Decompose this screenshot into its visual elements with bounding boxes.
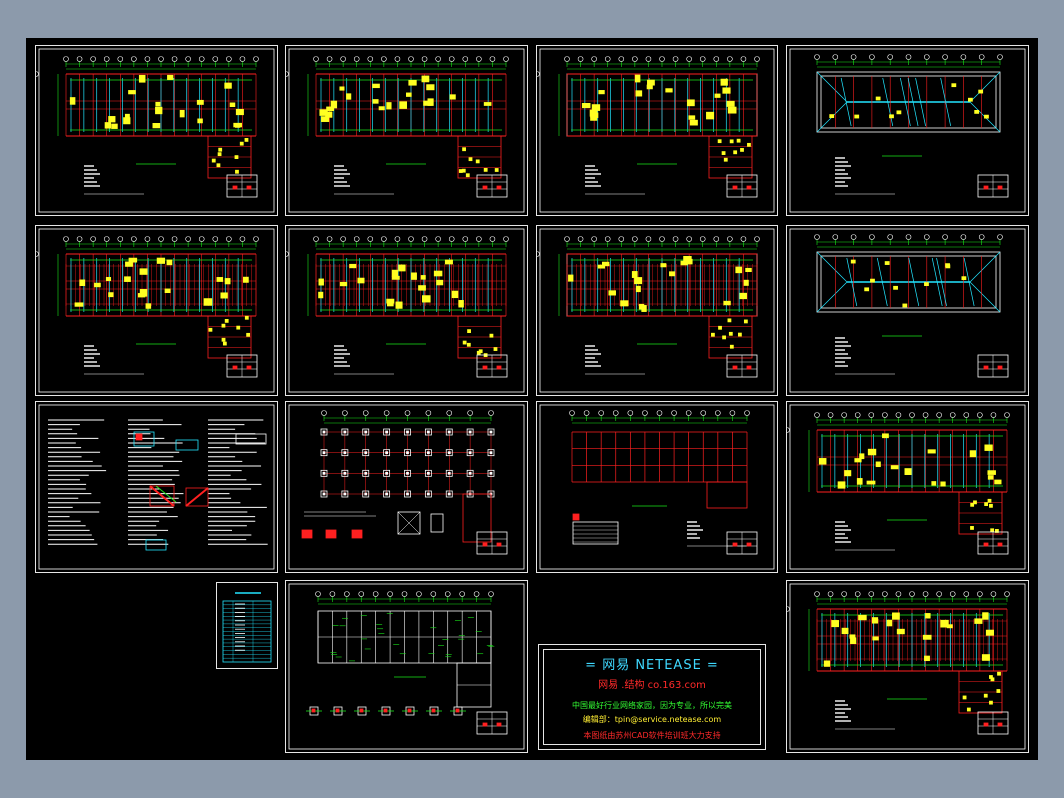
drawing-sheet-15[interactable]	[786, 580, 1029, 753]
drawing-sheet-4[interactable]	[786, 45, 1029, 216]
column-grid-drawing	[539, 404, 775, 570]
drawing-sheet-8[interactable]	[786, 225, 1029, 396]
drawing-index-table[interactable]	[216, 582, 278, 669]
netease-contact: 编辑部：tpin@service.netease.com	[582, 715, 722, 724]
drawing-sheet-1[interactable]	[35, 45, 278, 216]
design-notes-drawing	[38, 404, 275, 570]
drawing-sheet-11[interactable]	[536, 401, 778, 573]
drawing-sheet-2[interactable]	[285, 45, 528, 216]
floor-plan-drawing	[36, 228, 275, 393]
floor-plan-drawing	[286, 48, 525, 213]
floor-plan-drawing	[286, 228, 525, 393]
foundation-plan-drawing	[288, 404, 525, 570]
floor-plan-drawing	[787, 404, 1026, 570]
roof-plan-drawing	[789, 228, 1026, 393]
drawing-sheet-9[interactable]	[35, 401, 278, 573]
drawing-sheet-10[interactable]	[285, 401, 528, 573]
drawing-sheet-7[interactable]	[536, 225, 778, 396]
floor-plan-drawing	[36, 48, 275, 213]
floor-plan-drawing	[537, 228, 775, 393]
roof-plan-drawing	[789, 48, 1026, 213]
beam-plan-drawing	[288, 583, 525, 750]
netease-title: = 网易 NETEASE =	[585, 658, 719, 673]
drawing-sheet-6[interactable]	[285, 225, 528, 396]
netease-subtitle: 网易 .结构 co.163.com	[598, 680, 706, 691]
floor-plan-drawing	[787, 583, 1026, 750]
netease-support: 本图纸由苏州CAD软件培训班大力支持	[583, 731, 721, 740]
drawing-index-drawing	[222, 592, 272, 663]
netease-description: 中国最好行业网络家园，因为专业，所以完美	[572, 701, 732, 710]
drawing-sheet-14[interactable]	[285, 580, 528, 753]
drawing-sheet-12[interactable]	[786, 401, 1029, 573]
drawing-sheet-3[interactable]	[536, 45, 778, 216]
netease-title-block: = 网易 NETEASE = 网易 .结构 co.163.com 中国最好行业网…	[538, 644, 766, 750]
floor-plan-drawing	[537, 48, 775, 213]
drawing-sheet-5[interactable]	[35, 225, 278, 396]
